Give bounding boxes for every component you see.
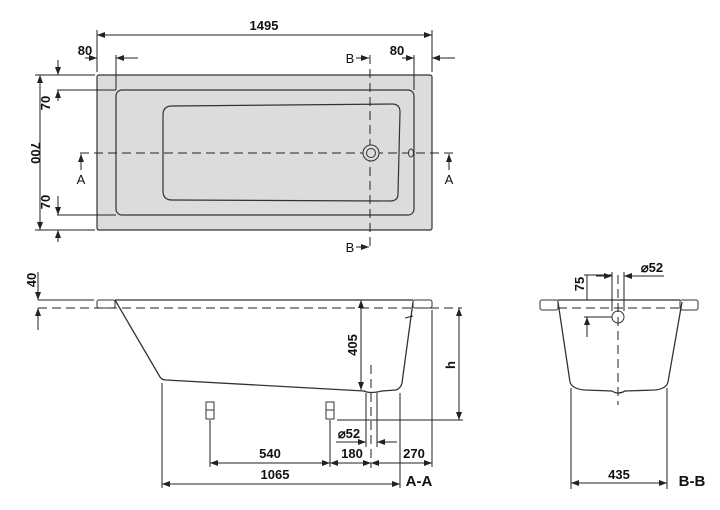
overflow-mark xyxy=(404,315,414,319)
section-bb-view: 75 ⌀52 435 B-B xyxy=(539,260,706,490)
drain-inner-icon xyxy=(366,148,376,158)
dim-drain-label: ⌀52 xyxy=(338,426,360,441)
section-b-bottom-label: B xyxy=(346,240,355,255)
section-a-left-label: A xyxy=(77,172,86,187)
tub-profile xyxy=(114,299,414,394)
section-b-top-label: B xyxy=(346,51,355,66)
dim-width-label: 700 xyxy=(28,142,43,164)
section-aa-label: A-A xyxy=(406,473,433,490)
section-bb-label: B-B xyxy=(679,473,706,490)
dim-bottom-length-label: 1065 xyxy=(261,467,290,482)
dim-overflow-diameter-label: ⌀52 xyxy=(641,260,663,275)
dim-length-label: 1495 xyxy=(250,18,279,33)
dim-overflow-offset-label: 75 xyxy=(572,277,587,291)
drain-icon xyxy=(362,144,380,162)
foot-icon xyxy=(325,401,335,467)
rim-flange-right xyxy=(679,299,699,311)
dim-rim-right-label: 80 xyxy=(390,43,404,58)
rim-flange-left xyxy=(539,299,559,311)
dim-height-label: h xyxy=(443,361,458,369)
top-view: 1495 80 80 700 70 70 A A B B xyxy=(28,18,455,255)
dim-drain-end-label: 270 xyxy=(403,446,425,461)
rim-flange-left xyxy=(96,299,116,309)
dim-rim-thickness-label: 40 xyxy=(24,273,39,287)
dim-feet-spacing-label: 540 xyxy=(259,446,281,461)
overflow-icon xyxy=(408,148,414,158)
dim-foot-drain-label: 180 xyxy=(341,446,363,461)
dim-depth-label: 405 xyxy=(345,334,360,356)
dim-rim-bottom-label: 70 xyxy=(38,195,53,209)
dim-rim-left-label: 80 xyxy=(78,43,92,58)
foot-icon xyxy=(205,401,215,467)
section-aa-view: 40 405 h ⌀52 540 180 xyxy=(24,272,463,490)
dim-rim-top-label: 70 xyxy=(38,96,53,110)
section-a-right-label: A xyxy=(445,172,454,187)
rim-flange-right xyxy=(412,299,433,309)
dim-bottom-width-label: 435 xyxy=(608,467,630,482)
